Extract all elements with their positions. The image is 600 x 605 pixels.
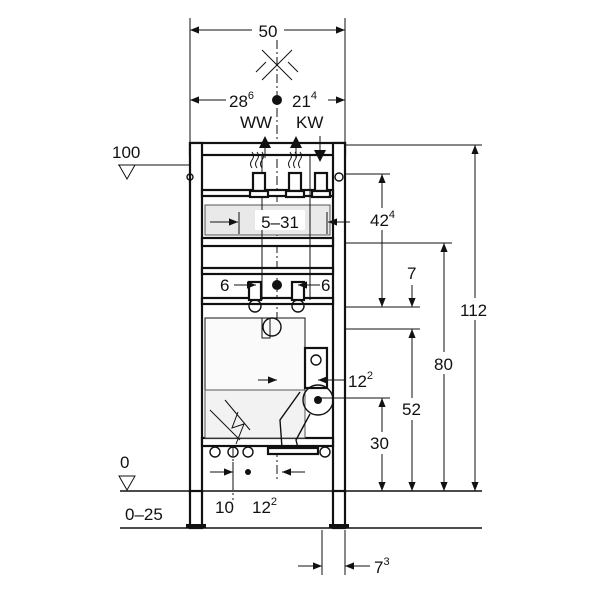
dim-30-label: 30: [370, 434, 389, 453]
dim-12-bottom-label: 122: [252, 496, 277, 517]
axis-marker: [255, 49, 299, 105]
level-100: 100: [112, 143, 190, 181]
floor-range-label: 0–25: [125, 505, 163, 524]
dim-50-label: 50: [259, 22, 278, 41]
drain-assembly: [209, 317, 334, 458]
dim-supply-spacing: 5–31: [210, 210, 350, 234]
dim-42: 424: [364, 174, 406, 307]
dim-7-label: 7: [407, 264, 416, 283]
kw-label: KW: [296, 113, 323, 132]
dim-6-right-label: 6: [321, 276, 330, 295]
dim-12-drain-label: 122: [348, 370, 373, 391]
ww-label: WW: [240, 113, 272, 132]
dim-52: 52: [398, 329, 428, 491]
level-0: 0 0–25: [118, 453, 163, 524]
floor-lines: [120, 490, 482, 529]
dim-offsets: 286 214: [190, 90, 345, 111]
dim-80-label: 80: [434, 355, 453, 374]
dim-21-label: 214: [292, 90, 317, 111]
dim-foot: 73: [298, 556, 390, 577]
dim-7-3-label: 73: [374, 556, 390, 577]
dim-6-left-label: 6: [220, 276, 229, 295]
dim-10-label: 10: [215, 498, 234, 517]
dim-112: 112: [455, 145, 495, 491]
dim-52-label: 52: [402, 400, 421, 419]
extension-lines: [189, 18, 482, 575]
dim-28-label: 286: [229, 90, 254, 111]
dim-80: 80: [430, 243, 460, 491]
dim-12-drain: 122: [258, 370, 373, 391]
level-0-label: 0: [120, 453, 129, 472]
dim-total-width: 50: [190, 20, 345, 41]
dim-6-6: 6 6: [220, 276, 330, 295]
dim-112-label: 112: [460, 301, 487, 320]
dim-42-label: 424: [370, 209, 395, 230]
supply-fittings: [186, 136, 344, 199]
level-100-label: 100: [112, 143, 140, 162]
dim-bottom: 10 122: [210, 462, 305, 517]
dim-5-31-label: 5–31: [261, 213, 299, 232]
dim-30: 30: [318, 397, 396, 491]
